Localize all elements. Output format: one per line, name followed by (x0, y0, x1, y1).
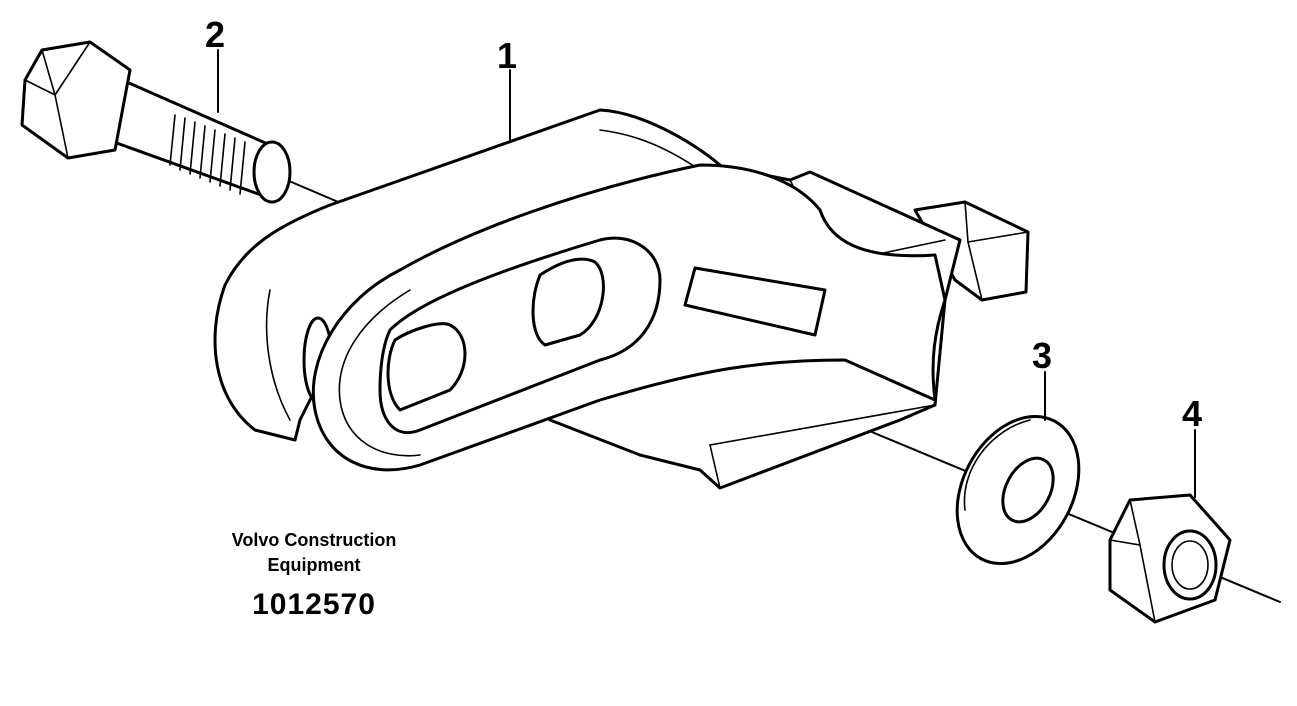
manufacturer-caption: Volvo Construction Equipment (195, 528, 433, 578)
callout-number-3: 3 (1032, 335, 1052, 376)
tooth-adapter (213, 108, 1030, 490)
caption-line-2: Equipment (267, 555, 361, 575)
callout-number-2: 2 (205, 14, 225, 55)
callout-number-1: 1 (497, 35, 517, 76)
caption-line-1: Volvo Construction (231, 530, 397, 550)
washer (955, 414, 1081, 566)
document-number: 1012570 (252, 588, 376, 621)
bolt (20, 40, 292, 204)
nut (1108, 493, 1232, 624)
callout-number-4: 4 (1182, 393, 1202, 434)
